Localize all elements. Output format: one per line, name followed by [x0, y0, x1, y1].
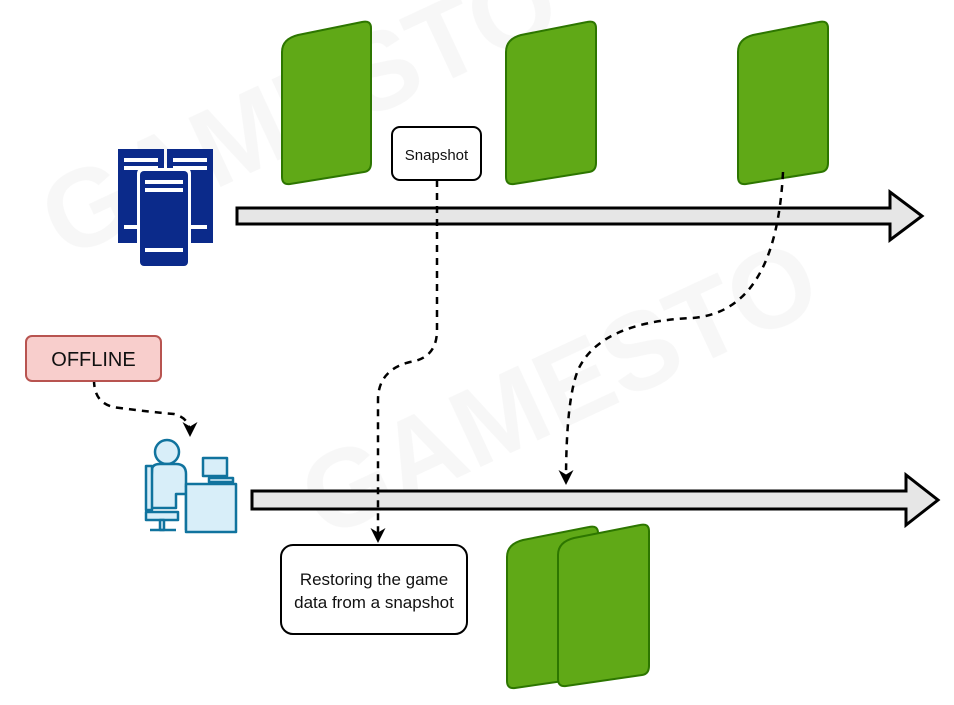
restore-label: Restoring the game data from a snapshot: [280, 544, 468, 635]
offline-badge-text: OFFLINE: [51, 349, 135, 371]
server-rack-icon: [118, 149, 213, 269]
restore-label-line-2: data from a snapshot: [294, 593, 454, 612]
snapshot-card-3: [737, 20, 829, 186]
user-at-computer-icon: [144, 438, 238, 534]
watermark: GAMESTO GAMESTO: [23, 0, 837, 562]
offline-to-user-connector: [92, 379, 198, 437]
snapshot-label-text: Snapshot: [405, 147, 469, 164]
restore-label-line-1: Restoring the game: [300, 570, 448, 589]
snapshot-label: Snapshot: [391, 126, 482, 181]
latest-data-to-client-connector: [558, 171, 785, 485]
snapshot-card-2: [505, 20, 597, 186]
restored-card-front: [557, 523, 650, 688]
server-timeline-arrow: [235, 189, 925, 243]
snapshot-to-restore-connector: [370, 180, 439, 543]
offline-badge: OFFLINE: [25, 335, 162, 382]
snapshot-card-1: [281, 20, 372, 186]
client-timeline-arrow: [250, 471, 941, 529]
